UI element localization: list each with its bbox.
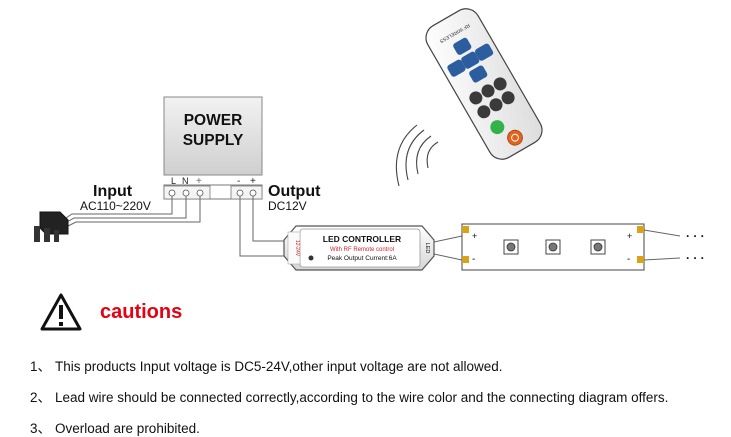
controller-side-label: 12-24V bbox=[294, 240, 300, 257]
remote-button[interactable] bbox=[487, 96, 505, 114]
rf-signal-waves bbox=[395, 124, 439, 187]
remote-button[interactable] bbox=[468, 64, 488, 83]
input-title: Input bbox=[93, 183, 133, 200]
ac-plug bbox=[34, 211, 69, 242]
remote-button[interactable] bbox=[467, 89, 485, 107]
led-chip bbox=[590, 239, 606, 255]
strip-ellipsis-top: · · · bbox=[686, 229, 705, 243]
terminal-minus: - bbox=[237, 176, 240, 187]
controller-subtitle: With RF Remote control bbox=[330, 247, 394, 253]
strip-plus-left: + bbox=[472, 231, 477, 241]
caution-item: 1、This products Input voltage is DC5-24V… bbox=[30, 355, 503, 375]
controller-receiver bbox=[308, 255, 314, 261]
led-controller: 12-24V LED CONTROLLER With RF Remote con… bbox=[283, 225, 435, 271]
led-chip bbox=[503, 239, 519, 255]
remote-button[interactable] bbox=[491, 75, 509, 93]
strip-minus-left: - bbox=[472, 254, 475, 265]
caution-item-number: 3、 bbox=[30, 421, 52, 436]
power-supply-line2: SUPPLY bbox=[183, 132, 244, 149]
terminal-l: L bbox=[171, 176, 176, 186]
warning-icon bbox=[40, 293, 82, 331]
strip-ellipsis-bottom: · · · bbox=[686, 251, 705, 265]
power-supply-line1: POWER bbox=[184, 112, 243, 129]
strip-continuation bbox=[643, 229, 681, 261]
caution-item-number: 2、 bbox=[30, 390, 52, 405]
remote-button[interactable] bbox=[452, 37, 472, 56]
remote-button[interactable] bbox=[446, 59, 466, 78]
rf-remote: RF WIRELESS bbox=[425, 8, 543, 160]
terminal-n: N bbox=[182, 176, 189, 186]
remote-ok-button[interactable] bbox=[488, 118, 507, 137]
strip-plus-right: + bbox=[627, 231, 632, 241]
cautions-title: cautions bbox=[100, 300, 183, 323]
power-icon bbox=[511, 133, 519, 142]
caution-item: 2、Lead wire should be connected correctl… bbox=[30, 386, 668, 406]
output-wires bbox=[239, 196, 296, 257]
controller-rating: Peak Output Current:6A bbox=[327, 255, 397, 262]
terminal-plus: + bbox=[250, 176, 256, 187]
remote-power-button[interactable] bbox=[505, 127, 525, 147]
caution-item-text: Lead wire should be connected correctly,… bbox=[55, 390, 669, 405]
remote-button[interactable] bbox=[474, 43, 494, 62]
input-spec: AC110~220V bbox=[80, 199, 151, 213]
led-strip: + - + - bbox=[461, 223, 645, 271]
controller-right-label: LED bbox=[424, 243, 430, 254]
caution-item: 3、Overload are prohibited. bbox=[30, 417, 200, 437]
terminal-earth: + bbox=[196, 176, 202, 187]
strip-wires bbox=[433, 235, 463, 261]
strip-minus-right: - bbox=[627, 254, 630, 265]
remote-button[interactable] bbox=[479, 82, 497, 100]
power-supply: POWER SUPPLY L N + - + bbox=[163, 96, 263, 200]
caution-item-text: This products Input voltage is DC5-24V,o… bbox=[55, 359, 503, 374]
controller-title: LED CONTROLLER bbox=[323, 234, 401, 244]
caution-item-number: 1、 bbox=[30, 359, 52, 374]
output-title: Output bbox=[268, 183, 321, 200]
output-spec: DC12V bbox=[268, 199, 307, 213]
caution-item-text: Overload are prohibited. bbox=[55, 421, 200, 436]
remote-button[interactable] bbox=[499, 89, 517, 107]
remote-button[interactable] bbox=[460, 51, 480, 70]
led-chip bbox=[545, 239, 561, 255]
remote-button[interactable] bbox=[475, 103, 493, 121]
cautions-header: cautions bbox=[40, 290, 182, 334]
wiring-diagram: POWER SUPPLY L N + - + Input AC110~220V bbox=[34, 8, 705, 271]
